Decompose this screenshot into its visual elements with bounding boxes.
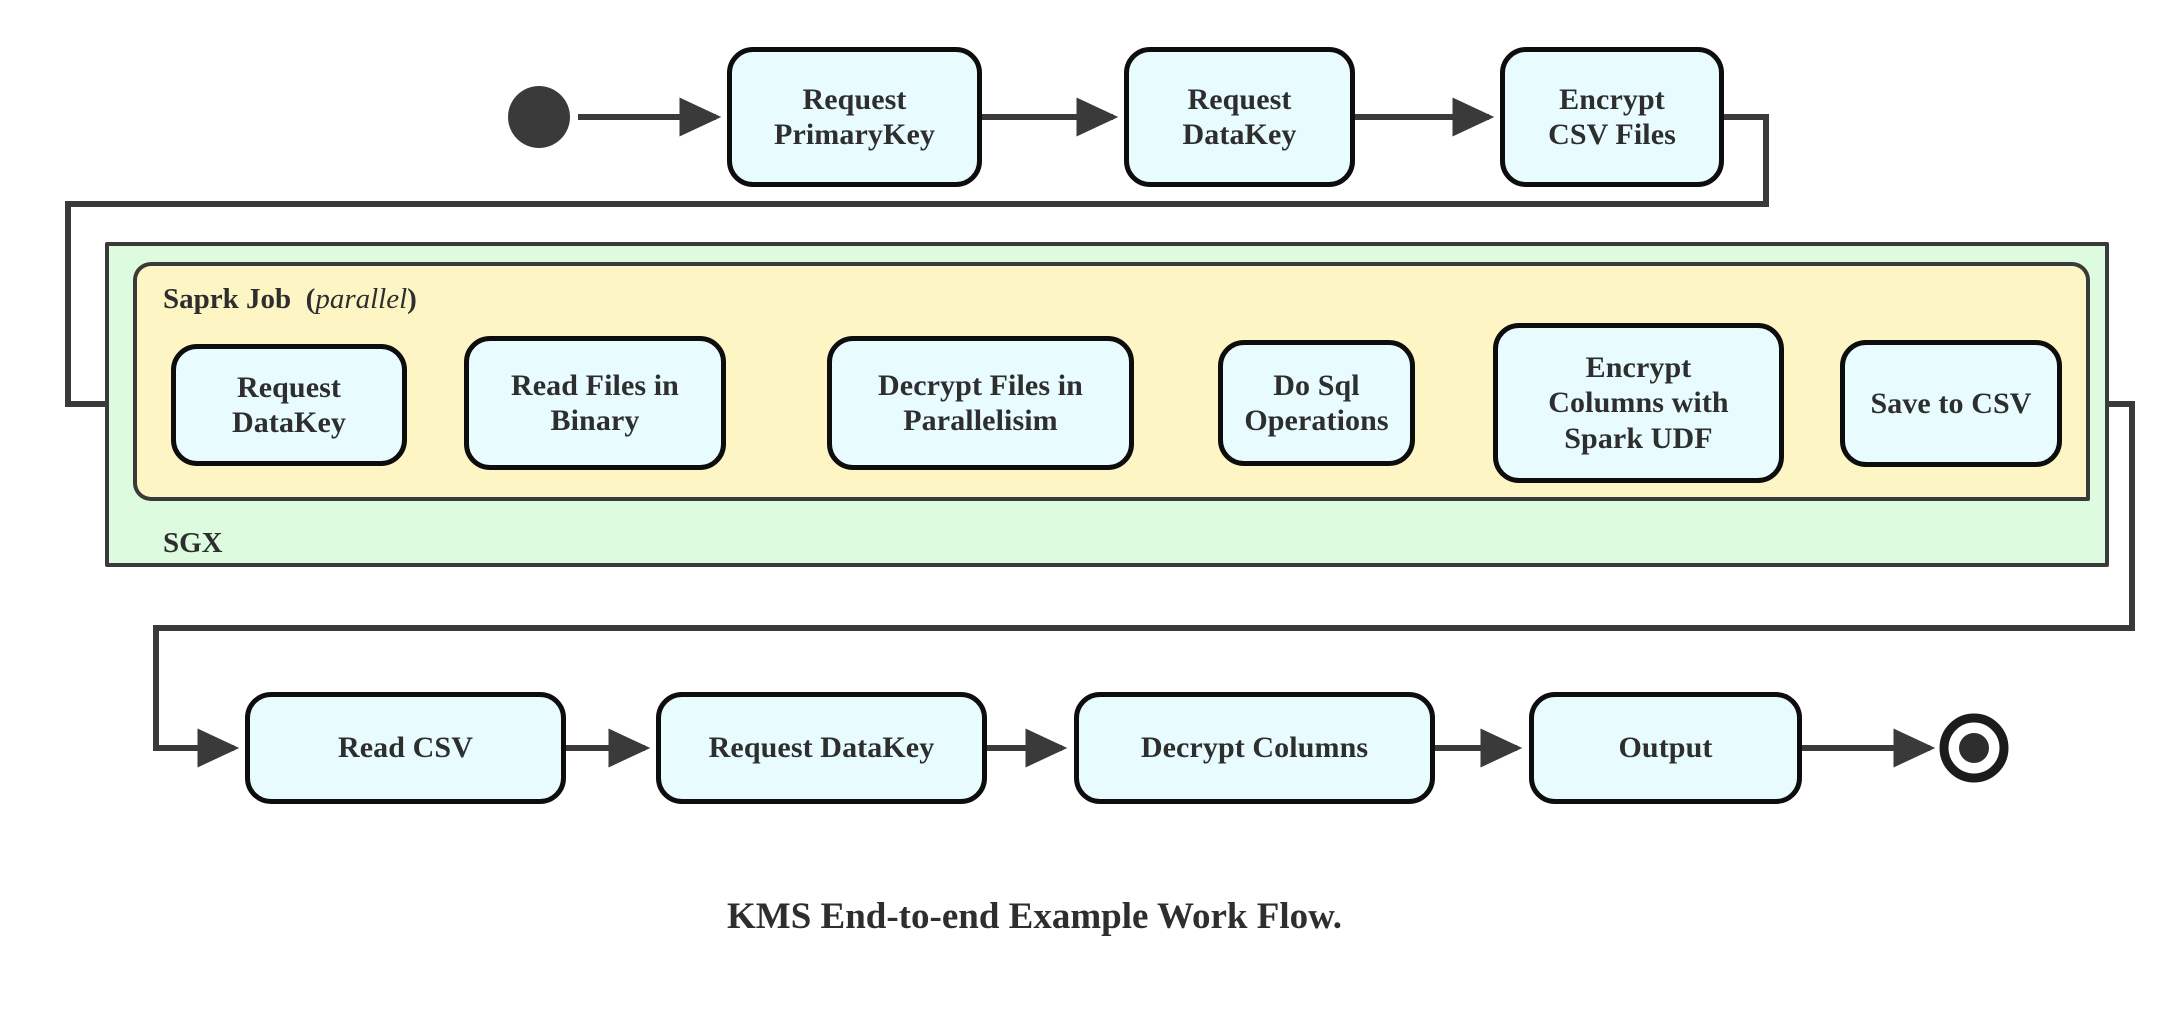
node-decrypt-columns[interactable]: Decrypt Columns <box>1074 692 1435 804</box>
spark-job-label-main: Saprk Job <box>163 283 292 315</box>
spark-job-label-close-paren: ) <box>407 283 417 315</box>
node-do-sql-operations[interactable]: Do Sql Operations <box>1218 340 1415 466</box>
end-state-ring <box>1939 713 2009 783</box>
node-decrypt-files-in-parallelisim[interactable]: Decrypt Files in Parallelisim <box>827 336 1134 470</box>
node-request-datakey-bottom[interactable]: Request DataKey <box>656 692 987 804</box>
diagram-caption: KMS End-to-end Example Work Flow. <box>727 896 1343 937</box>
start-state-node <box>508 86 570 148</box>
node-request-datakey-spark[interactable]: Request DataKey <box>171 344 407 466</box>
node-encrypt-columns-with-spark-udf[interactable]: Encrypt Columns with Spark UDF <box>1493 323 1784 483</box>
node-read-csv[interactable]: Read CSV <box>245 692 566 804</box>
node-request-primarykey[interactable]: Request PrimaryKey <box>727 47 982 187</box>
spark-job-group-label: Saprk Job (parallel) <box>163 283 417 316</box>
node-save-to-csv[interactable]: Save to CSV <box>1840 340 2062 467</box>
node-read-files-in-binary[interactable]: Read Files in Binary <box>464 336 726 470</box>
node-request-datakey-top[interactable]: Request DataKey <box>1124 47 1355 187</box>
node-encrypt-csv-files[interactable]: Encrypt CSV Files <box>1500 47 1724 187</box>
spark-job-label-italic: parallel <box>315 283 408 315</box>
node-output[interactable]: Output <box>1529 692 1802 804</box>
sgx-group-label: SGX <box>163 527 223 559</box>
end-state-dot <box>1959 733 1989 763</box>
spark-job-label-open-paren: ( <box>305 283 316 315</box>
